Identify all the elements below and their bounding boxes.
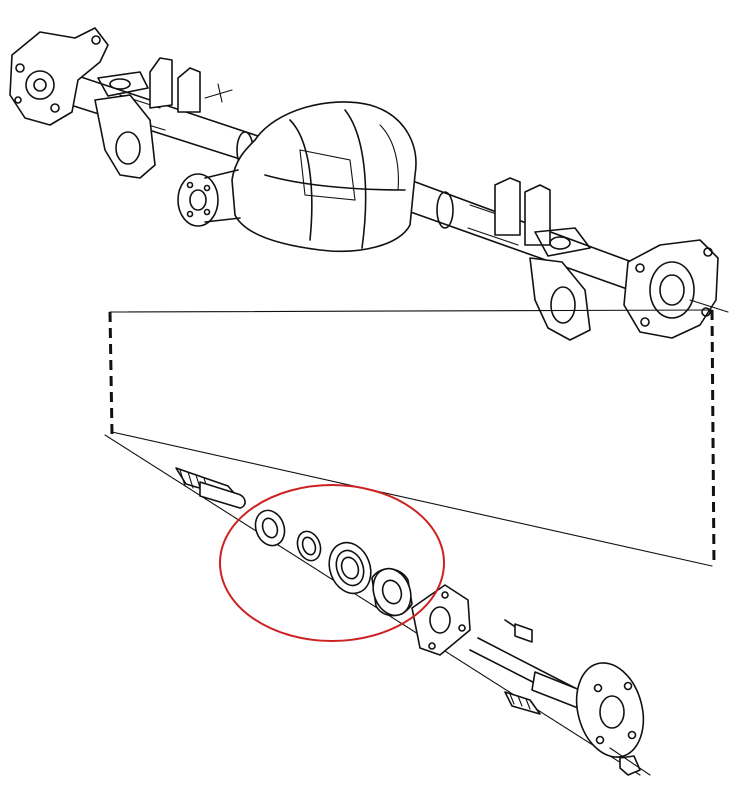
hub-flange-right — [623, 239, 729, 339]
retainer-plate — [411, 584, 471, 656]
axle-shaft — [175, 467, 581, 709]
hub-flange-left — [9, 27, 109, 126]
highlight-ellipse — [219, 484, 445, 642]
inner-bearing — [328, 541, 372, 595]
projection-plane — [104, 309, 716, 776]
bolt — [504, 619, 533, 643]
oil-seal — [254, 509, 286, 547]
differential-housing — [231, 101, 417, 253]
spring-bracket-left — [94, 57, 233, 179]
wheel-nut — [609, 747, 651, 776]
outer-bearing — [371, 567, 413, 617]
spring-bracket-right — [494, 177, 591, 341]
pinion-flange — [177, 169, 241, 227]
wheel-stud — [504, 691, 541, 715]
spacer-ring — [296, 530, 322, 562]
